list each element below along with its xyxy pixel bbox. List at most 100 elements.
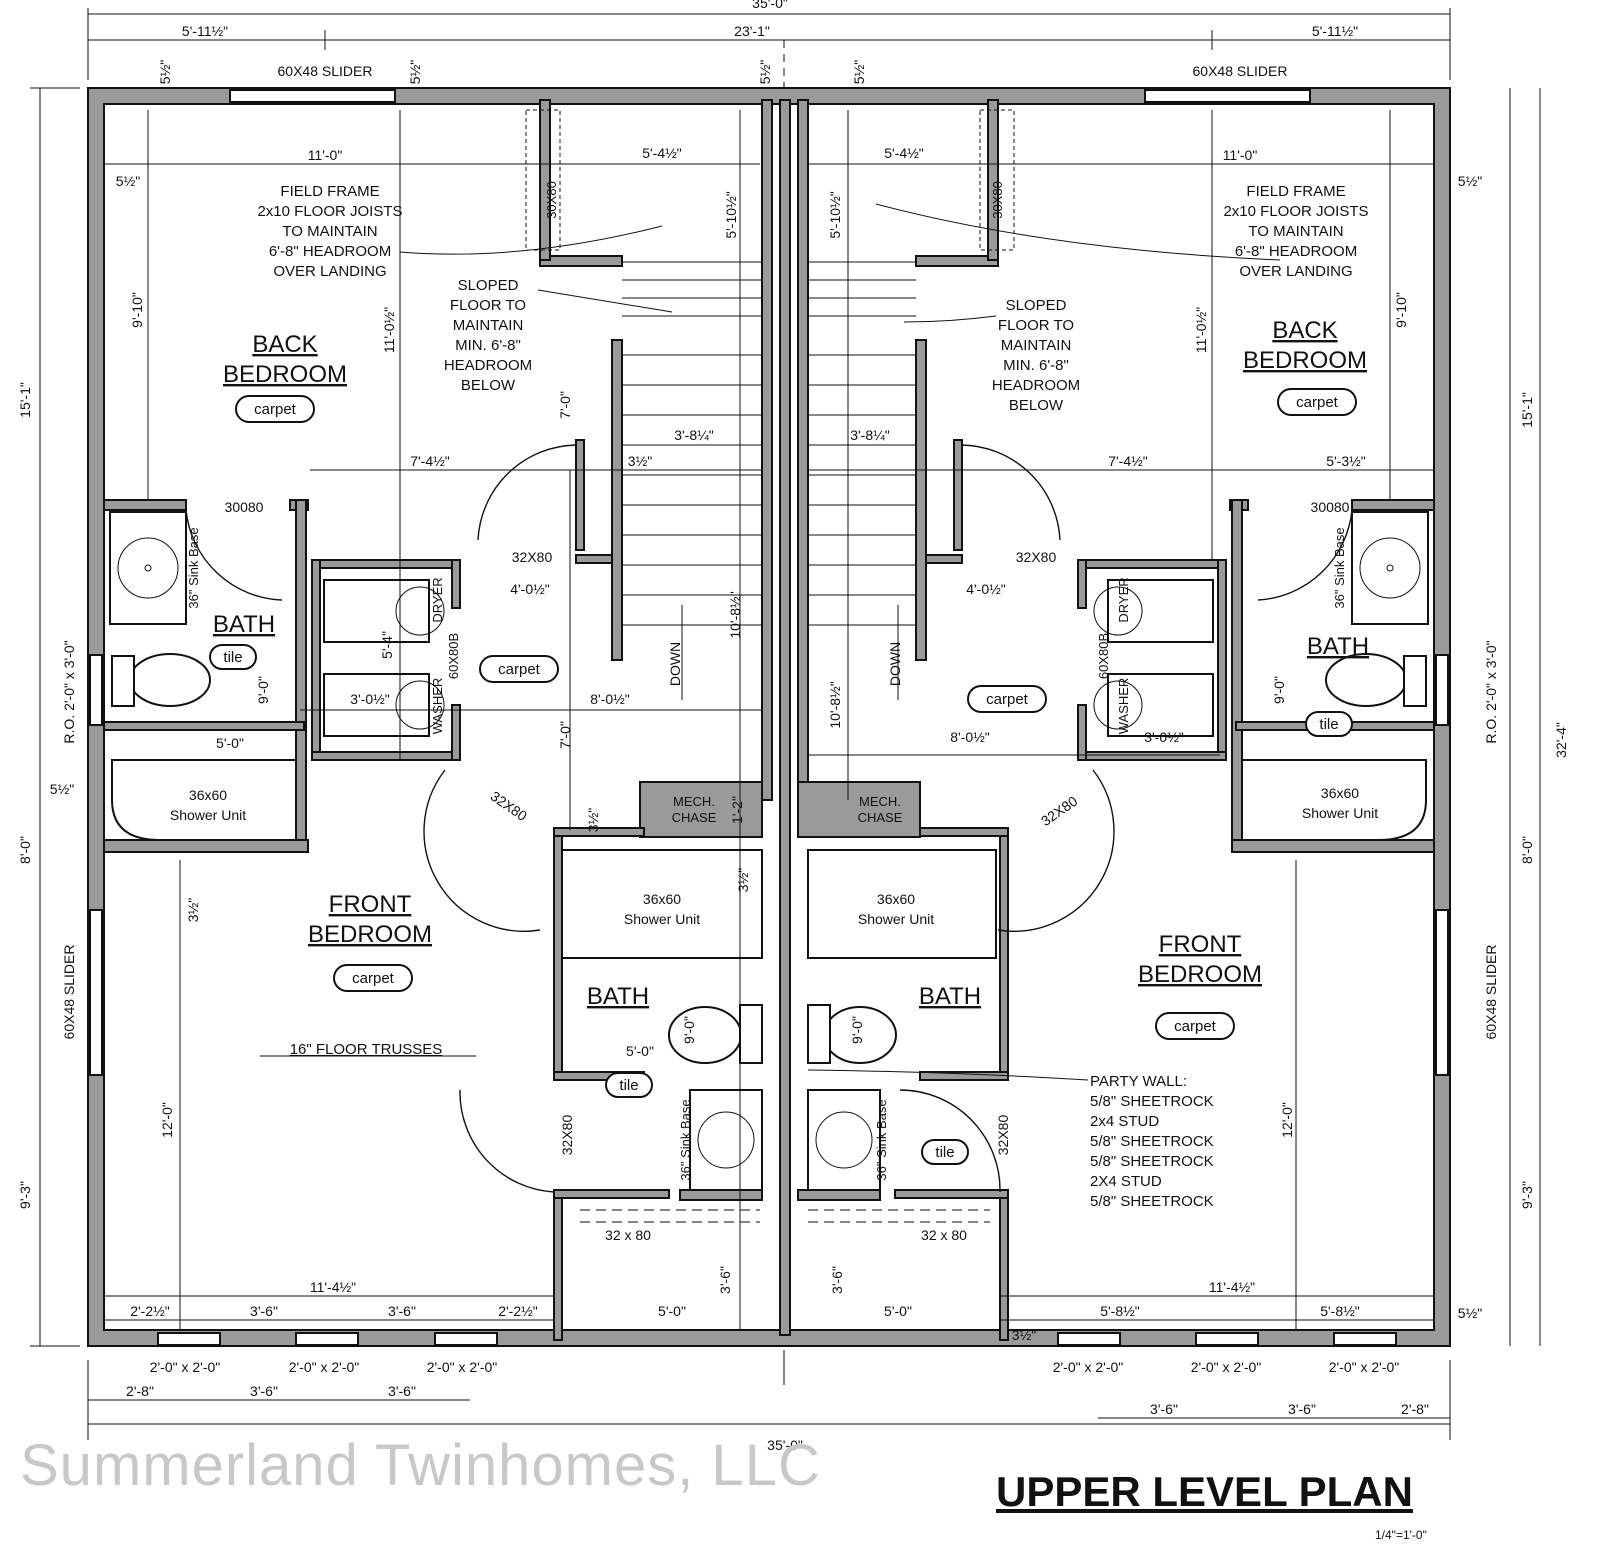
svg-text:SLOPED: SLOPED [1006, 297, 1067, 314]
svg-text:3'-6": 3'-6" [250, 1303, 278, 1319]
svg-text:5½": 5½" [157, 60, 173, 84]
svg-text:5½": 5½" [50, 781, 74, 797]
door-swings [185, 444, 1353, 1193]
leader-lines [399, 203, 1281, 1081]
shower-unit-right [1241, 759, 1427, 841]
svg-text:11'-4½": 11'-4½" [1209, 1279, 1255, 1295]
svg-text:15'-1": 15'-1" [17, 382, 33, 418]
svg-text:7'-4½": 7'-4½" [410, 453, 450, 469]
svg-text:3½": 3½" [185, 898, 201, 922]
note-sloped-floor-left: SLOPED FLOOR TO MAINTAIN MIN. 6'-8" HEAD… [444, 277, 532, 394]
svg-text:9'-0": 9'-0" [849, 1016, 865, 1044]
window-slider-top-left: 60X48 SLIDER [278, 63, 373, 79]
svg-text:Shower Unit: Shower Unit [858, 911, 934, 927]
svg-text:2X4 STUD: 2X4 STUD [1090, 1173, 1162, 1190]
svg-text:CHASE: CHASE [672, 810, 717, 825]
svg-text:32 x 80: 32 x 80 [605, 1227, 651, 1243]
svg-text:carpet: carpet [986, 691, 1029, 708]
svg-text:BELOW: BELOW [1009, 397, 1064, 414]
svg-text:3'-6": 3'-6" [250, 1383, 278, 1399]
svg-text:carpet: carpet [498, 661, 541, 678]
svg-text:10'-8½": 10'-8½" [827, 681, 843, 728]
svg-text:Shower Unit: Shower Unit [170, 807, 246, 823]
svg-text:2'-0" x 2'-0": 2'-0" x 2'-0" [427, 1359, 498, 1375]
svg-text:3½": 3½" [585, 808, 601, 832]
svg-text:1'-2": 1'-2" [729, 796, 745, 824]
svg-text:3'-6": 3'-6" [717, 1266, 733, 1294]
svg-text:MECH.: MECH. [673, 794, 715, 809]
fixtures [109, 511, 1429, 1223]
party-wall [779, 99, 791, 1336]
svg-text:DRYER: DRYER [1116, 577, 1131, 622]
note-field-frame-right: FIELD FRAME 2x10 FLOOR JOISTS TO MAINTAI… [1223, 183, 1368, 280]
svg-text:32X80: 32X80 [995, 1115, 1011, 1156]
svg-text:32 x 80: 32 x 80 [921, 1227, 967, 1243]
svg-text:5½": 5½" [1458, 173, 1482, 189]
svg-text:12'-0": 12'-0" [159, 1102, 175, 1138]
finish-tags: carpet carpet carpet carpet carpet carpe… [209, 388, 1357, 1165]
svg-text:MAINTAIN: MAINTAIN [1001, 337, 1072, 354]
svg-text:32X80: 32X80 [559, 1115, 575, 1156]
svg-text:tile: tile [1319, 716, 1338, 733]
svg-text:11'-0½": 11'-0½" [381, 307, 397, 353]
svg-text:3½": 3½" [735, 868, 751, 892]
dim-overall-bottom: 35'-0" [767, 1437, 803, 1453]
shower-unit-center-left [561, 849, 763, 959]
sink-base-right [1351, 511, 1429, 625]
toilet-center-left [668, 1006, 742, 1064]
svg-text:carpet: carpet [254, 401, 297, 418]
svg-text:16" FLOOR TRUSSES: 16" FLOOR TRUSSES [290, 1041, 443, 1058]
svg-text:36" Sink Base: 36" Sink Base [678, 1099, 693, 1180]
svg-text:4'-0½": 4'-0½" [510, 581, 550, 597]
svg-text:3'-6": 3'-6" [388, 1383, 416, 1399]
toilet-left [129, 653, 211, 707]
svg-text:12'-0": 12'-0" [1279, 1102, 1295, 1138]
svg-text:2'-2½": 2'-2½" [130, 1303, 170, 1319]
svg-text:5'-4½": 5'-4½" [642, 145, 682, 161]
svg-text:TO MAINTAIN: TO MAINTAIN [282, 223, 377, 240]
room-front-bedroom-left-1: FRONT [329, 891, 412, 918]
svg-text:30X80: 30X80 [990, 181, 1005, 219]
svg-text:DOWN: DOWN [667, 642, 683, 686]
svg-text:3'-6": 3'-6" [829, 1266, 845, 1294]
svg-text:carpet: carpet [352, 970, 395, 987]
sink-base-center-left [689, 1089, 763, 1191]
svg-text:BELOW: BELOW [461, 377, 516, 394]
svg-text:6'-8" HEADROOM: 6'-8" HEADROOM [269, 243, 391, 260]
svg-text:2'-8": 2'-8" [1401, 1401, 1429, 1417]
walls [87, 87, 1451, 1347]
svg-text:32X80: 32X80 [512, 549, 553, 565]
svg-text:5/8" SHEETROCK: 5/8" SHEETROCK [1090, 1133, 1214, 1150]
window-slider-left: 60X48 SLIDER [61, 945, 77, 1040]
svg-text:2x4 STUD: 2x4 STUD [1090, 1113, 1159, 1130]
room-bath-center-left: BATH [587, 983, 649, 1010]
svg-text:5'-0": 5'-0" [884, 1303, 912, 1319]
svg-text:5'-0": 5'-0" [626, 1043, 654, 1059]
svg-text:36x60: 36x60 [189, 787, 227, 803]
svg-text:10'-8½": 10'-8½" [727, 591, 743, 638]
svg-text:5'-10½": 5'-10½" [723, 191, 739, 238]
svg-text:carpet: carpet [1174, 1018, 1217, 1035]
svg-text:TO MAINTAIN: TO MAINTAIN [1248, 223, 1343, 240]
svg-text:9'-0": 9'-0" [255, 676, 271, 704]
svg-text:FLOOR TO: FLOOR TO [450, 297, 526, 314]
svg-text:5/8" SHEETROCK: 5/8" SHEETROCK [1090, 1093, 1214, 1110]
svg-text:WASHER: WASHER [430, 678, 445, 735]
svg-text:MIN. 6'-8": MIN. 6'-8" [1003, 357, 1069, 374]
svg-text:2'-0" x 2'-0": 2'-0" x 2'-0" [1053, 1359, 1124, 1375]
svg-text:8'-0": 8'-0" [17, 836, 33, 864]
dimension-labels: 35'-0" 5'-11½" 23'-1" 5'-11½" 35'-0" 2'-… [17, 0, 1569, 1453]
svg-text:36" Sink Base: 36" Sink Base [874, 1099, 889, 1180]
svg-text:36x60: 36x60 [1321, 785, 1359, 801]
svg-text:5'-3½": 5'-3½" [1326, 453, 1366, 469]
note-floor-trusses: 16" FLOOR TRUSSES [260, 1041, 476, 1058]
svg-text:PARTY WALL:: PARTY WALL: [1090, 1073, 1187, 1090]
overall-dimension-lines [30, 8, 1541, 1440]
note-sloped-floor-right: SLOPED FLOOR TO MAINTAIN MIN. 6'-8" HEAD… [992, 297, 1080, 414]
dryer-left [323, 579, 430, 643]
svg-text:3½": 3½" [628, 453, 652, 469]
svg-text:5½": 5½" [851, 60, 867, 84]
svg-text:3'-8¼": 3'-8¼" [850, 427, 890, 443]
svg-text:30X80: 30X80 [544, 181, 559, 219]
fixture-labels: 36x60 Shower Unit 36x60 Shower Unit 36x6… [170, 527, 1378, 1180]
